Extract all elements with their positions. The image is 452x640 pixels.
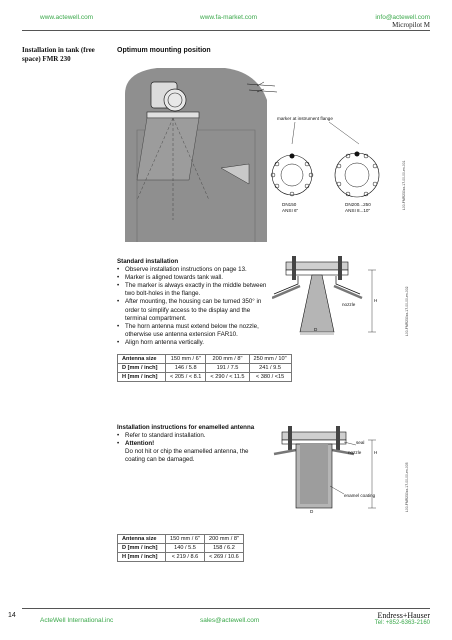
figure-code-001: L00-FMR230xx-17-00-00-en-001: [402, 160, 406, 210]
instrument-flange: [146, 111, 200, 119]
table-cell: 140 / 5.5: [165, 543, 205, 553]
flange-dn200-label: DN200...250: [345, 202, 371, 207]
header-divider: [22, 30, 430, 31]
header-link-market[interactable]: www.fa-market.com: [200, 14, 258, 21]
mounting-position-title: Optimum mounting position: [117, 47, 211, 54]
flange-dn150-diagram: [270, 153, 314, 197]
flange-dn150-label: DN150: [282, 202, 297, 207]
table-cell: D [mm / inch]: [117, 543, 166, 553]
marker-label: marker at instrument flange: [277, 116, 333, 121]
table-cell: H [mm / inch]: [117, 552, 166, 562]
flange-dn200-diagram: [334, 151, 380, 198]
enamelled-installation-figure: D seal nozzle enamel coating H L00-FMR23…: [272, 424, 412, 516]
standard-item: Observe installation instructions on pag…: [117, 266, 267, 274]
table-row: H [mm / inch] < 205 / < 8.1 < 290 / < 11…: [117, 372, 292, 382]
table-cell: H [mm / inch]: [117, 372, 166, 382]
enamelled-attention-text: Do not hit or chip the enamelled antenna…: [125, 448, 249, 464]
mounting-position-figure: marker at instrument flange DN150 ANSI 6…: [117, 60, 412, 242]
standard-installation-block: Standard installation Observe installati…: [117, 258, 267, 347]
table-header-cell: 250 mm / 10": [248, 354, 292, 364]
enamelled-installation-block: Installation instructions for enamelled …: [117, 424, 267, 464]
figure-code-005: L00-FMR230xx-17-00-00-en-005: [405, 462, 409, 512]
footer-company-link[interactable]: ActeWell International.inc: [40, 617, 114, 624]
figure-code-002: L00-FMR230xx-17-00-00-en-002: [405, 286, 409, 336]
antenna-size-table-2: Antenna size 150 mm / 6" 200 mm / 8" D […: [117, 534, 244, 562]
standard-item: The horn antenna must extend below the n…: [117, 323, 267, 339]
standard-item: After mounting, the housing can be turne…: [117, 298, 267, 322]
table-cell: 146 / 5.8: [164, 363, 207, 373]
table-cell: < 205 / < 8.1: [164, 372, 207, 382]
flange-ansi8-label: ANSI 8...10": [345, 208, 370, 213]
brand-logo: Endress+Hauser: [377, 611, 431, 620]
table-header-cell: 200 mm / 8": [205, 354, 250, 364]
enamelled-item: Refer to standard installation.: [117, 432, 267, 440]
fig-h-label: H: [374, 298, 377, 303]
footer-divider: [22, 608, 430, 609]
housing-cover: [163, 88, 187, 112]
table-header-cell: Antenna size: [117, 354, 166, 364]
fig2-coating-label: enamel coating: [344, 493, 376, 498]
standard-installation-figure: D nozzle H L00-FMR230xx-17-00-00-en-002: [272, 254, 412, 340]
standard-item: Marker is aligned towards tank wall.: [117, 274, 267, 282]
antenna-size-table-1: Antenna size 150 mm / 6" 200 mm / 8" 250…: [117, 354, 292, 382]
standard-item: The marker is always exactly in the midd…: [117, 282, 267, 298]
fig2-d-label: D: [310, 509, 314, 514]
table-row: D [mm / inch] 146 / 5.8 191 / 7.5 241 / …: [117, 363, 292, 373]
horn-antenna-beam: [136, 117, 200, 181]
table-cell: < 269 / 10.6: [203, 552, 244, 562]
enamelled-installation-heading: Installation instructions for enamelled …: [117, 424, 255, 431]
table-header-cell: 200 mm / 8": [203, 534, 244, 544]
table-cell: < 219 / 8.6: [165, 552, 205, 562]
fig2-h-label: H: [374, 450, 377, 455]
fig2-nozzle-label: nozzle: [348, 450, 362, 455]
table-cell: < 380 / <15: [248, 372, 292, 382]
fig2-seal-label: seal: [356, 440, 364, 445]
table-header-cell: 150 mm / 6": [165, 534, 205, 544]
footer-tel[interactable]: Tel: +852-6363-2160: [374, 620, 430, 626]
footer-email-link[interactable]: sales@actewell.com: [200, 617, 260, 624]
side-section-title: Installation in tank (free space) FMR 23…: [22, 46, 95, 63]
tank-dome: [125, 68, 267, 242]
table-row: H [mm / inch] < 219 / 8.6 < 269 / 10.6: [117, 552, 244, 562]
table-header-cell: Antenna size: [117, 534, 166, 544]
table-cell: 241 / 9.5: [248, 363, 292, 373]
flange-ansi6-label: ANSI 6": [282, 208, 299, 213]
table-cell: D [mm / inch]: [117, 363, 166, 373]
fig-d-label: D: [314, 327, 318, 332]
standard-installation-heading: Standard installation: [117, 258, 179, 265]
table-cell: 158 / 6.2: [203, 543, 244, 553]
header-link-email[interactable]: info@actewell.com: [375, 14, 430, 21]
standard-item: Align horn antenna vertically.: [117, 339, 267, 347]
table-cell: 191 / 7.5: [205, 363, 250, 373]
fig-nozzle-label: nozzle: [342, 302, 356, 307]
header-link-website[interactable]: www.actewell.com: [40, 14, 94, 21]
table-row: D [mm / inch] 140 / 5.5 158 / 6.2: [117, 543, 244, 553]
product-title: Micropilot M: [392, 21, 430, 29]
table-header-cell: 150 mm / 6": [164, 354, 207, 364]
enamelled-attention: Attention!: [117, 440, 267, 448]
table-cell: < 290 / < 11.5: [205, 372, 250, 382]
page-number: 14: [8, 612, 16, 619]
